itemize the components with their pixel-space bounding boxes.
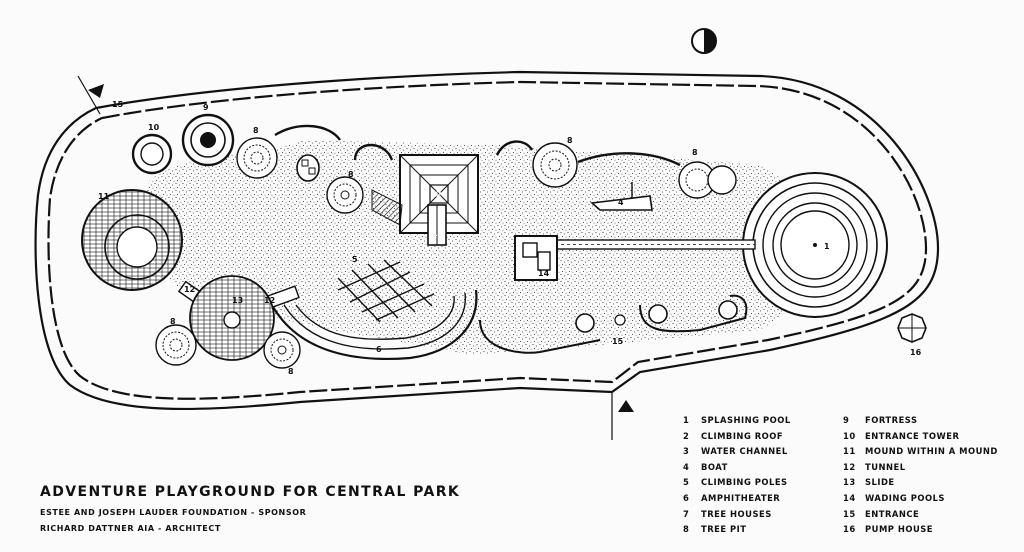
label-8: 8: [253, 126, 259, 135]
label-5: 5: [352, 255, 358, 264]
label-14: 14: [538, 269, 550, 278]
pump-house: [897, 313, 927, 343]
label-8: 8: [692, 148, 698, 157]
climbing-poles: [337, 259, 435, 323]
water-channel: [554, 239, 756, 250]
label-1: 1: [824, 242, 830, 251]
label-13: 13: [232, 296, 243, 305]
label-16: 16: [910, 348, 922, 357]
label-8: 8: [170, 317, 176, 326]
label-10: 10: [148, 123, 160, 132]
south-edge: [479, 294, 748, 354]
label-6: 6: [376, 345, 382, 354]
stair-ramp: [371, 189, 403, 226]
entrance-tower: [131, 133, 173, 175]
label-8: 8: [288, 367, 294, 376]
label-13: 13: [432, 229, 443, 238]
mound-within-a-mound: [81, 189, 183, 291]
plan-title: ADVENTURE PLAYGROUND FOR CENTRAL PARK: [40, 484, 461, 500]
tree-houses: [296, 154, 320, 182]
tree-pit: [678, 161, 737, 199]
tree-pit: [326, 176, 364, 214]
wading-pools: [514, 235, 558, 281]
label-8: 8: [567, 136, 573, 145]
label-9: 9: [203, 103, 209, 112]
boat: [590, 182, 653, 211]
tree-pit: [263, 331, 301, 369]
tree-pit: [236, 137, 278, 179]
slide: [427, 204, 447, 246]
sponsor-line: ESTEE AND JOSEPH LAUDER FOUNDATION - SPO…: [40, 508, 307, 517]
north-arrow-icon: [691, 28, 717, 54]
label-15: 15: [612, 337, 624, 346]
north-edge: [274, 124, 681, 167]
tree-pit: [532, 142, 578, 188]
entrance-arrow-icon: [77, 75, 104, 115]
label-8: 8: [348, 170, 354, 179]
label-2: 2: [436, 190, 442, 199]
fortress: [181, 113, 235, 167]
tree-house-mound: [189, 275, 275, 361]
climbing-roof: [399, 154, 479, 234]
label-12: 12: [264, 296, 275, 305]
label-12: 12: [184, 285, 195, 294]
label-11: 11: [98, 192, 110, 201]
label-15: 15: [112, 100, 124, 109]
perimeter-wall: [34, 70, 940, 411]
tree-pit: [155, 324, 197, 366]
label-4: 4: [618, 198, 624, 207]
entrance-arrow-icon: [611, 392, 634, 440]
amphitheater: [271, 289, 478, 361]
playground-ground: [142, 140, 813, 355]
splashing-pool: [742, 172, 888, 318]
title-block: ADVENTURE PLAYGROUND FOR CENTRAL PARK ES…: [40, 484, 460, 537]
architect-line: RICHARD DATTNER AIA - ARCHITECT: [40, 524, 221, 533]
